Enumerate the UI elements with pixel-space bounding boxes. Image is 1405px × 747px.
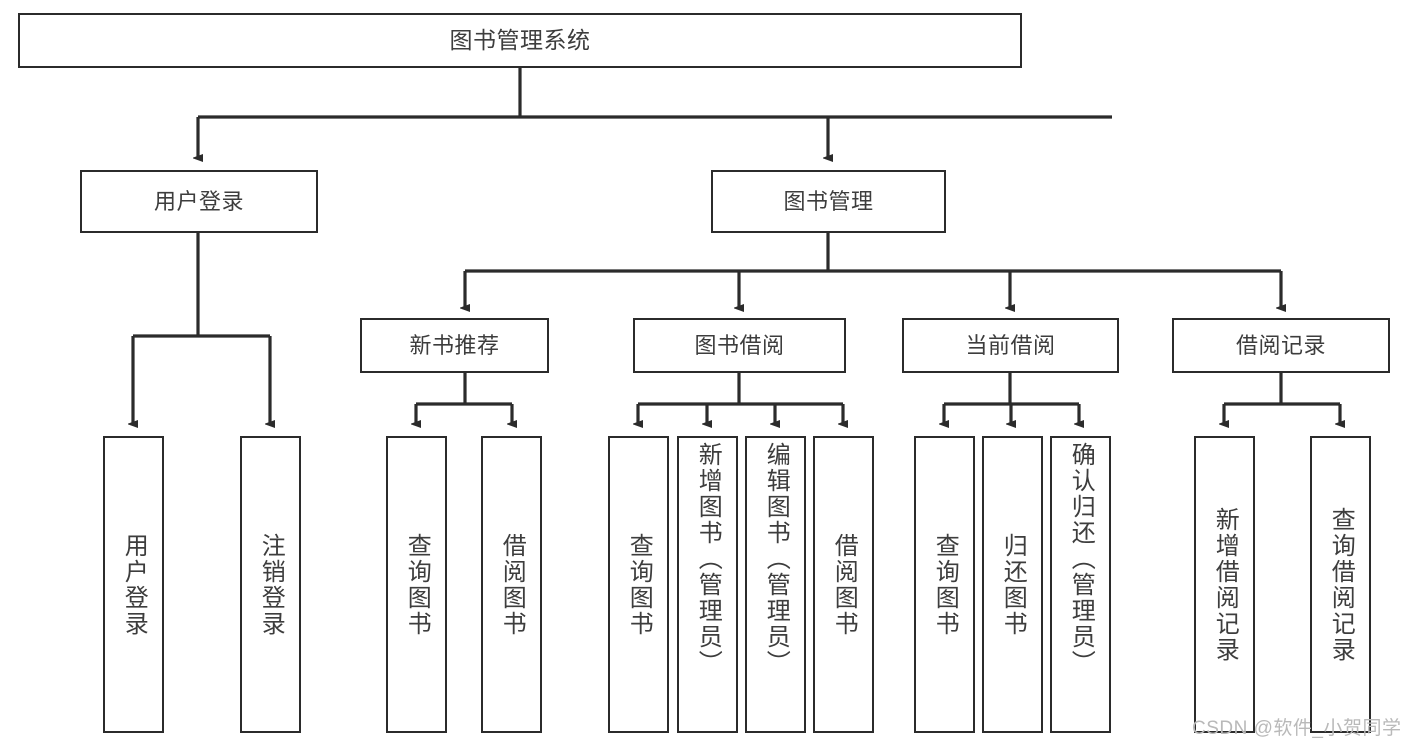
leaf-add-record[interactable]: 新增借阅记录 <box>1194 436 1255 733</box>
leaf-borrow-book-1-label: 借阅图书 <box>498 532 526 637</box>
leaf-confirm-return-label: 确认归还（管理员） <box>1067 442 1095 676</box>
node-book-borrow-label: 图书借阅 <box>694 332 785 358</box>
leaf-add-record-label: 新增借阅记录 <box>1211 506 1239 663</box>
leaf-user-login[interactable]: 用户登录 <box>103 436 164 733</box>
csdn-watermark: CSDN @软件_小贺同学 <box>1192 718 1402 739</box>
leaf-query-book-3-label: 查询图书 <box>931 532 959 637</box>
leaf-user-login-label: 用户登录 <box>120 532 148 637</box>
leaf-confirm-return[interactable]: 确认归还（管理员） <box>1050 436 1111 733</box>
leaf-borrow-book-1[interactable]: 借阅图书 <box>481 436 542 733</box>
leaf-query-book-2-label: 查询图书 <box>625 532 653 637</box>
leaf-query-book-2[interactable]: 查询图书 <box>608 436 669 733</box>
node-user-login-label: 用户登录 <box>153 188 244 214</box>
node-root[interactable]: 图书管理系统 <box>18 13 1022 68</box>
leaf-query-book-1[interactable]: 查询图书 <box>386 436 447 733</box>
leaf-query-record[interactable]: 查询借阅记录 <box>1310 436 1371 733</box>
node-book-manage-label: 图书管理 <box>783 188 874 214</box>
node-user-login[interactable]: 用户登录 <box>80 170 318 233</box>
leaf-query-book-3[interactable]: 查询图书 <box>914 436 975 733</box>
leaf-borrow-book-2-label: 借阅图书 <box>830 532 858 637</box>
node-current-borrow[interactable]: 当前借阅 <box>902 318 1119 373</box>
node-new-book-recommend-label: 新书推荐 <box>409 332 500 358</box>
leaf-query-record-label: 查询借阅记录 <box>1327 506 1355 663</box>
leaf-query-book-1-label: 查询图书 <box>403 532 431 637</box>
node-borrow-record-label: 借阅记录 <box>1235 332 1326 358</box>
leaf-logout-login-label: 注销登录 <box>257 532 285 637</box>
leaf-edit-book[interactable]: 编辑图书（管理员） <box>745 436 806 733</box>
node-root-label: 图书管理系统 <box>449 26 591 53</box>
leaf-logout-login[interactable]: 注销登录 <box>240 436 301 733</box>
node-new-book-recommend[interactable]: 新书推荐 <box>360 318 549 373</box>
leaf-borrow-book-2[interactable]: 借阅图书 <box>813 436 874 733</box>
leaf-return-book[interactable]: 归还图书 <box>982 436 1043 733</box>
leaf-add-book-label: 新增图书（管理员） <box>694 442 722 676</box>
node-book-manage[interactable]: 图书管理 <box>711 170 946 233</box>
leaf-edit-book-label: 编辑图书（管理员） <box>762 442 790 676</box>
node-book-borrow[interactable]: 图书借阅 <box>633 318 846 373</box>
leaf-return-book-label: 归还图书 <box>999 532 1027 637</box>
leaf-add-book[interactable]: 新增图书（管理员） <box>677 436 738 733</box>
node-borrow-record[interactable]: 借阅记录 <box>1172 318 1390 373</box>
node-current-borrow-label: 当前借阅 <box>965 332 1056 358</box>
